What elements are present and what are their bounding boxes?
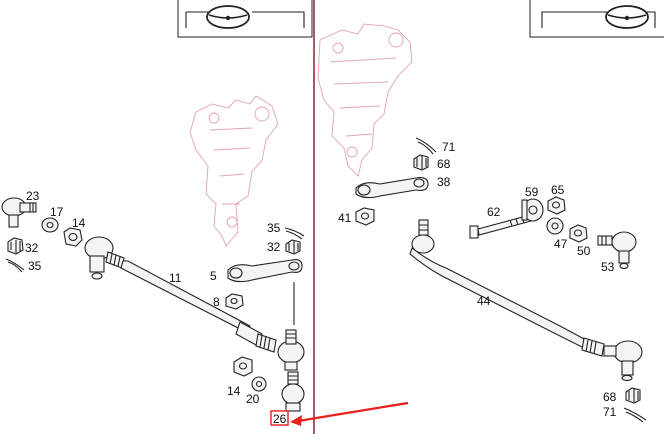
steering-gearbox-ghost-left [189,95,279,247]
label-14b: 14 [227,384,241,398]
cotter-pin-35b [284,227,305,240]
label-62: 62 [487,205,501,219]
nut-8 [225,293,244,310]
pitman-arm-5 [227,259,303,325]
label-32a: 32 [25,241,39,255]
nut-50 [569,224,588,243]
cotter-pin-71b [623,407,647,423]
label-32b: 32 [267,240,281,254]
label-17: 17 [50,205,64,219]
cotter-pin-71 [415,137,437,155]
label-14a: 14 [72,216,86,230]
label-26: 26 [273,412,287,426]
label-68a: 68 [437,157,451,171]
label-8: 8 [213,295,220,309]
steering-gearbox-ghost-right [317,23,413,177]
highlight-box-26 [270,410,289,426]
label-20: 20 [246,392,260,406]
tie-rod-end-53 [597,231,637,270]
label-44: 44 [477,294,491,308]
label-71a: 71 [442,140,456,154]
steering-wheel-icon [185,5,305,29]
label-65: 65 [551,183,565,197]
label-35a: 35 [28,259,42,273]
castle-nut-68b [625,387,641,404]
label-41: 41 [338,211,352,225]
castle-nut-32 [7,237,24,255]
washer-47 [546,217,564,235]
label-50: 50 [577,244,591,258]
label-59: 59 [525,185,539,199]
pointer-arrow [290,401,409,426]
steering-wheel-icon [541,5,656,29]
washer-20 [251,376,267,392]
castle-nut-68 [413,154,429,171]
left-header-frame [177,0,313,38]
nut-14 [63,227,83,247]
label-68b: 68 [603,390,617,404]
center-link-44 [409,219,643,382]
label-11: 11 [169,271,182,285]
nut-41 [355,207,375,226]
label-47: 47 [554,237,568,251]
tie-rod-11 [84,236,305,371]
label-71b: 71 [603,405,617,419]
label-35b: 35 [267,221,281,235]
label-53: 53 [601,260,615,274]
right-header-frame [529,0,664,38]
cotter-pin-35 [5,258,25,273]
nut-14b [233,356,253,377]
washer-17 [41,217,59,233]
nut-65 [547,196,566,215]
ball-joint-26 [281,371,305,412]
tie-rod-end-23 [1,197,37,228]
bushing-59 [521,198,544,222]
castle-nut-32b [285,239,301,255]
pitman-arm-38 [355,177,429,199]
label-38: 38 [437,175,451,189]
label-23: 23 [26,189,40,203]
label-5: 5 [210,269,217,283]
